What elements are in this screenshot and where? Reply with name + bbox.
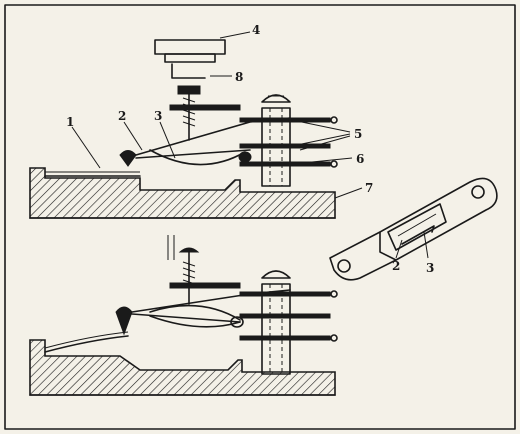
- detail-view: 2 3: [329, 177, 498, 281]
- terminal-lug-b1: [330, 290, 338, 298]
- terminal-plate-b2: [239, 313, 331, 319]
- leader-1: [71, 126, 101, 169]
- detail-hole-left: [337, 259, 351, 273]
- contact-blade-top: [135, 117, 291, 156]
- knob-base: [164, 53, 216, 63]
- detail-bracket-outline: [329, 177, 498, 281]
- label-4: 4: [252, 23, 260, 37]
- terminal-lug-b2: [330, 334, 338, 342]
- spring-bottom: [149, 304, 241, 321]
- screw-head-bottom: [178, 247, 200, 253]
- label-5: 5: [354, 127, 362, 141]
- contact-blade-bottom-lower: [131, 313, 241, 323]
- leader-7: [334, 187, 363, 199]
- terminal-plate-2: [239, 143, 331, 149]
- label-8: 8: [235, 70, 243, 84]
- terminal-post-bottom: [261, 283, 291, 375]
- bracket-8: [171, 63, 206, 79]
- terminal-lug-1: [330, 116, 338, 124]
- leader-4: [219, 31, 251, 39]
- detail-fold: [379, 231, 397, 261]
- post-screw-head-bottom: [261, 270, 291, 279]
- outer-frame: [4, 4, 516, 430]
- screw-head-top: [177, 85, 201, 95]
- terminal-lug-2: [330, 160, 338, 168]
- contact-knob-top: [119, 150, 137, 167]
- label-1: 1: [66, 115, 74, 129]
- leader-3-top: [159, 121, 176, 159]
- detail-window: [387, 203, 447, 251]
- contact-blade-top-lower: [135, 149, 251, 159]
- terminal-plate-b1: [239, 291, 331, 297]
- contact-bottom: [230, 316, 244, 328]
- label-2-detail: 2: [392, 259, 400, 273]
- label-6: 6: [356, 152, 364, 166]
- detail-tongue: [397, 213, 437, 237]
- post-screw-head-top: [261, 94, 291, 103]
- upper-bracket-bottom: [169, 282, 241, 289]
- base-plate-top: [29, 167, 336, 219]
- label-3-detail: 3: [426, 261, 434, 275]
- top-view: 1 2 3 4 8 5 6 7: [29, 23, 373, 219]
- base-plate-bottom: [29, 339, 336, 396]
- screw-thread-bottom: [182, 261, 196, 285]
- contact-6: [238, 151, 252, 163]
- leader-6: [291, 157, 353, 165]
- terminal-plate-1: [239, 117, 331, 123]
- leader-5a: [291, 119, 351, 133]
- detail-spring: [401, 225, 435, 245]
- label-7: 7: [365, 181, 373, 195]
- label-2-top: 2: [118, 109, 126, 123]
- leader-3-detail: [423, 231, 429, 259]
- label-3-top: 3: [154, 109, 162, 123]
- terminal-plate-b3: [239, 335, 331, 341]
- detail-hole-right: [471, 185, 485, 199]
- upper-bracket-top: [169, 104, 241, 111]
- leader-2-top: [123, 121, 143, 151]
- terminal-plate-3: [239, 161, 331, 167]
- bimetal-strip-bottom-upper: [44, 331, 129, 349]
- leader-2-detail: [395, 239, 403, 259]
- leader-5b: [291, 133, 351, 147]
- spring-top: [149, 149, 246, 166]
- knob-top: [154, 39, 226, 55]
- leader-5c: [299, 135, 351, 151]
- contact-knob-bottom: [115, 306, 133, 336]
- bottom-view: [29, 235, 338, 396]
- bimetal-strip-bottom: [44, 335, 129, 353]
